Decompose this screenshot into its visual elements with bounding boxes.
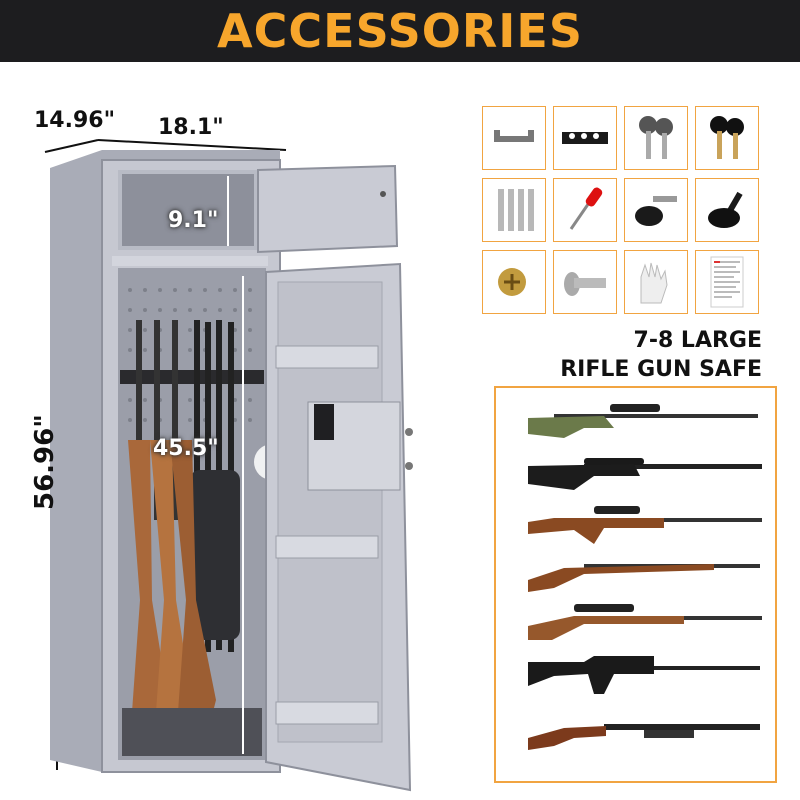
header-banner: ACCESSORIES [0, 0, 800, 62]
expansion-bolts-icon [482, 178, 546, 242]
leveling-foot-icon [624, 178, 688, 242]
height-dimension-label: 56.96" [30, 414, 60, 510]
main-compartment-dimension-label: 45.5" [153, 436, 219, 461]
brass-screw-icon [482, 250, 546, 314]
compatible-guns-panel [494, 386, 777, 783]
pump-shotgun-icon [528, 724, 760, 750]
bolt-action-rifle-wood-icon [528, 564, 760, 592]
dmr-rifle-wood-icon [528, 506, 762, 544]
page-title: ACCESSORIES [217, 4, 583, 58]
knob-icon [695, 178, 759, 242]
manual-icon [695, 250, 759, 314]
bolt-icon [553, 250, 617, 314]
capacity-label-line2: RIFLE GUN SAFE [560, 357, 762, 382]
capacity-label-line1: 7-8 LARGE [633, 328, 762, 353]
screwdriver-icon [553, 178, 617, 242]
keys-black-icon [695, 106, 759, 170]
scoped-hunting-rifle-icon [528, 604, 762, 640]
bracket-icon [482, 106, 546, 170]
depth-dimension-label: 14.96" [34, 108, 116, 133]
gloves-icon [624, 250, 688, 314]
capacity-label: 7-8 LARGE RIFLE GUN SAFE [548, 326, 762, 384]
barrel-rest-icon [553, 106, 617, 170]
gun-safe-illustration [44, 139, 413, 792]
accessories-grid [482, 106, 759, 314]
sniper-rifle-green-icon [528, 404, 758, 438]
keys-silver-icon [624, 106, 688, 170]
width-dimension-label: 18.1" [158, 115, 224, 140]
assault-rifle-icon [528, 656, 760, 694]
sniper-rifle-black-icon [528, 458, 762, 490]
top-compartment-dimension-label: 9.1" [168, 208, 219, 233]
